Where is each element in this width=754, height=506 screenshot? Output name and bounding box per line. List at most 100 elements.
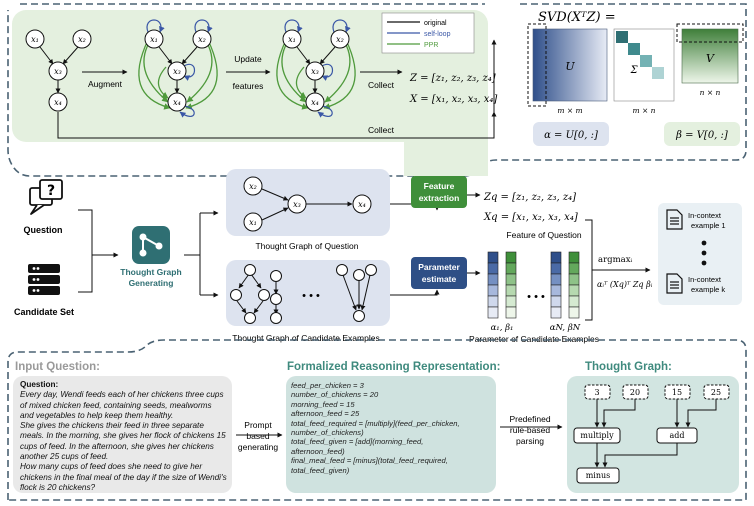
reasoning-line: total_feed_given) [291, 465, 350, 475]
aug-node-x4 [167, 92, 187, 112]
tg-op-add [656, 427, 698, 444]
feature-of-question-label: Feature of Question [506, 230, 581, 240]
tg-value-25-label: 25 [711, 388, 721, 397]
examplek-label-1: In-context [688, 275, 722, 284]
feature-extraction-label-2: extraction [419, 193, 460, 203]
matrix-v [681, 28, 739, 84]
upd-node-x2-label: x₂ [336, 35, 344, 44]
node-x2 [72, 29, 92, 49]
question-line: How many cups of feed does she need to g… [20, 462, 203, 472]
tg-value-15-label: 15 [672, 388, 682, 397]
param-vector-dots: • • • [527, 291, 545, 303]
question-line: and vegetables to help keep them healthy… [20, 410, 174, 420]
upd-node-x3 [305, 61, 325, 81]
sigma-label: Σ [629, 65, 638, 76]
tg-op-add-label: add [669, 431, 684, 440]
reasoning-line: total_feed_required = [multiply](feed_pe… [291, 418, 460, 428]
upd-node-x1-label: x₁ [288, 35, 296, 44]
candidate-to-parameter-line [390, 289, 440, 296]
matrix-u [532, 28, 608, 102]
reasoning-line: number_of_chickens = 20 [291, 390, 379, 400]
xq-equation: Xq = [x₁, x₂, x₃, x₄] [483, 212, 578, 223]
tg-op-minus [576, 467, 620, 484]
thought-graph-candidates-label: Thought Graph of Candidate Examples [232, 333, 379, 343]
svg-text:?: ? [47, 183, 55, 199]
legend-original: original [424, 20, 447, 27]
prompt-label-3: generating [238, 442, 278, 452]
argmax-label: argmaxᵢ [598, 255, 632, 265]
legend-self-loop: self-loop [424, 31, 451, 38]
candidate-graph-2 [270, 270, 282, 324]
database-icon [28, 264, 60, 295]
reasoning-line: total_feed_given = [add](morning_feed, [291, 437, 424, 447]
examples-dot-2 [701, 250, 707, 256]
top-section: x₁ x₂ x₃ x₄ Augment x₁ x₂ [7, 3, 747, 177]
example1-label-2: example 1 [691, 221, 726, 230]
upd-node-x4-label: x₄ [311, 98, 319, 107]
updated-graph: x₁ x₂ x₃ x₄ [276, 19, 356, 118]
question-label: Question [23, 225, 62, 235]
param-label-n: αN, βN [550, 323, 581, 333]
dim-sigma: m × n [633, 106, 656, 115]
generator-split-line [184, 213, 201, 295]
question-line: chickens in the final meal of the day if… [20, 472, 227, 482]
matrix-v-first-row-highlight [676, 23, 744, 43]
example1-label-1: In-context [688, 211, 722, 220]
aug-node-x1-label: x₁ [150, 35, 158, 44]
thought-graph-title: Thought Graph: [585, 361, 672, 373]
question-graph-panel [226, 169, 390, 236]
document-icon-1 [666, 209, 683, 230]
node-x1 [25, 29, 45, 49]
candidate-label: Candidate Set [14, 307, 74, 317]
question-line: another 25 cups of feed. [20, 452, 109, 462]
original-graph: x₁ x₂ x₃ x₄ [25, 29, 92, 112]
candidate-graph-1 [230, 264, 270, 324]
question-line: of mixed chicken feed, containing seeds,… [20, 400, 212, 410]
sigma-diag-2 [628, 43, 640, 55]
thought-graph-panel [567, 376, 739, 493]
candidate-graph-panel [226, 260, 390, 326]
question-join-line [78, 209, 93, 293]
tg-value-20-label: 20 [630, 388, 640, 397]
candidate-graphs-dots: • • • [302, 290, 320, 302]
dim-v: n × n [700, 88, 721, 97]
generating-label-2: Generating [129, 278, 174, 288]
update-label-2: features [233, 81, 264, 91]
dim-u: m × m [557, 106, 582, 115]
tg-value-20 [622, 384, 649, 400]
upd-node-x4 [305, 92, 325, 112]
augmented-graph: x₁ x₂ x₃ x₄ [138, 19, 218, 118]
tg-op-multiply [573, 427, 621, 444]
question-heading: Question: [20, 380, 59, 389]
question-graph: x₂ x₁ x₃ x₄ [243, 176, 372, 232]
qg-node-x1: x₁ [249, 218, 257, 227]
predefined-label-3: parsing [516, 436, 544, 446]
param-vectors-1 [487, 251, 517, 319]
aug-node-x3-label: x₃ [173, 67, 181, 76]
beta-box [664, 122, 740, 146]
sigma-diag-4 [652, 67, 664, 79]
edge-legend: original self-loop PPR [381, 12, 475, 54]
upd-node-x2 [330, 29, 350, 49]
document-icon-k [666, 273, 683, 294]
node-x2-label: x₂ [78, 35, 86, 44]
prompt-label-1: Prompt [244, 420, 272, 430]
qg-node-x2: x₂ [249, 182, 257, 191]
u-label: U [565, 60, 575, 73]
alpha-equation: α = U[0, :] [544, 130, 598, 141]
question-line: cups of feed. In the afternoon, she give… [20, 441, 214, 451]
green-panel [12, 10, 488, 142]
examples-dot-1 [701, 240, 707, 246]
share-graph-icon [132, 226, 170, 264]
beta-equation: β = V[0, :] [675, 130, 728, 141]
question-line: flock is 20 chickens? [20, 482, 96, 492]
examplek-label-2: example k [691, 285, 725, 294]
tg-value-3 [584, 384, 611, 400]
thought-graph: 3 20 15 25 multiply add minus [573, 384, 730, 484]
update-label-1: Update [234, 54, 262, 64]
node-x3 [48, 61, 68, 81]
upd-node-x3-label: x₃ [311, 67, 319, 76]
feature-extraction-label-1: Feature [424, 181, 455, 191]
generating-label-1: Thought Graph [120, 267, 181, 277]
